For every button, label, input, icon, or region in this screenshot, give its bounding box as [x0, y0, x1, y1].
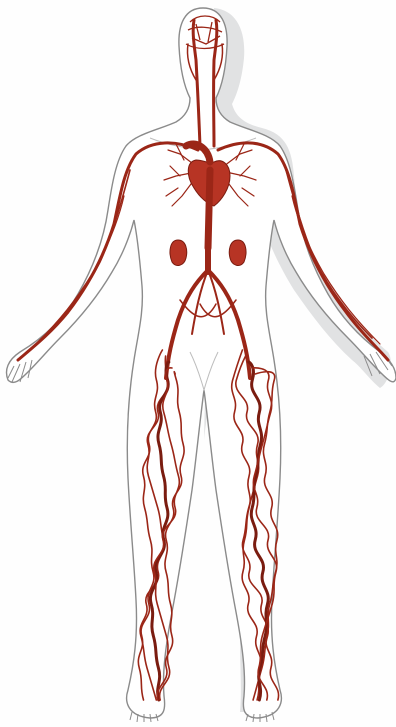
body-silhouette [7, 8, 396, 722]
left-kidney-icon [170, 240, 187, 265]
right-kidney-icon [229, 240, 246, 265]
body-outline [7, 8, 396, 718]
